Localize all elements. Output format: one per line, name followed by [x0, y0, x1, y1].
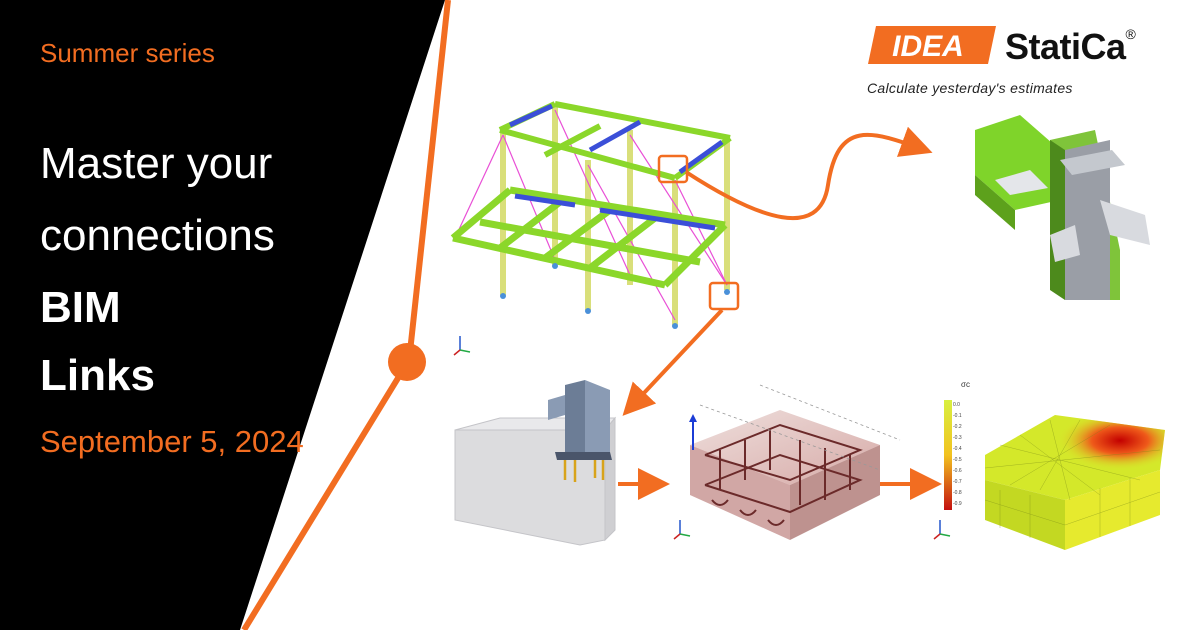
bold-line-2: Links [40, 351, 155, 400]
stress-contour-3d [984, 415, 1165, 550]
event-date: September 5, 2024 [40, 424, 304, 459]
orange-diagonal-lower [241, 363, 409, 630]
scale-title: σc [961, 380, 970, 389]
registered-mark: ® [1125, 26, 1136, 42]
series-label: Summer series [40, 38, 215, 68]
brand-name-text: StatiCa [1005, 26, 1126, 67]
orange-dot-icon [388, 343, 426, 381]
flow-arrow-icon [684, 126, 933, 221]
scale-tick: -0.6 [953, 468, 962, 474]
brand-name: StatiCa® [1005, 26, 1136, 68]
stress-scale-bar [944, 400, 952, 510]
brand-tagline: Calculate yesterday's estimates [867, 80, 1073, 96]
headline-line-1: Master your [40, 139, 273, 188]
headline-line-2: connections [40, 211, 275, 260]
scale-tick: -0.8 [953, 490, 962, 496]
scale-tick: -0.7 [953, 479, 962, 485]
orange-diagonal [407, 0, 451, 353]
flow-arrow-icon [622, 308, 724, 416]
highlight-base-box [708, 281, 740, 311]
idea-logo-icon: IDEA [868, 26, 996, 64]
black-panel [0, 0, 445, 630]
frame-model-3d [450, 101, 740, 329]
scale-tick: -0.1 [953, 413, 962, 419]
scale-tick: -0.9 [953, 501, 962, 507]
rebar-cage-3d [689, 384, 901, 540]
axis-triad-icon [453, 336, 951, 540]
logo-mark-text: IDEA [892, 30, 964, 63]
base-plate-3d [454, 380, 617, 546]
scale-tick: -0.3 [953, 435, 962, 441]
scale-tick: -0.5 [953, 457, 962, 463]
scale-tick: 0.0 [953, 402, 960, 408]
bold-line-1: BIM [40, 283, 121, 332]
steel-joint-3d [975, 115, 1150, 300]
scale-tick: -0.4 [953, 446, 962, 452]
scale-tick: -0.2 [953, 424, 962, 430]
highlight-joint-box [657, 154, 689, 184]
